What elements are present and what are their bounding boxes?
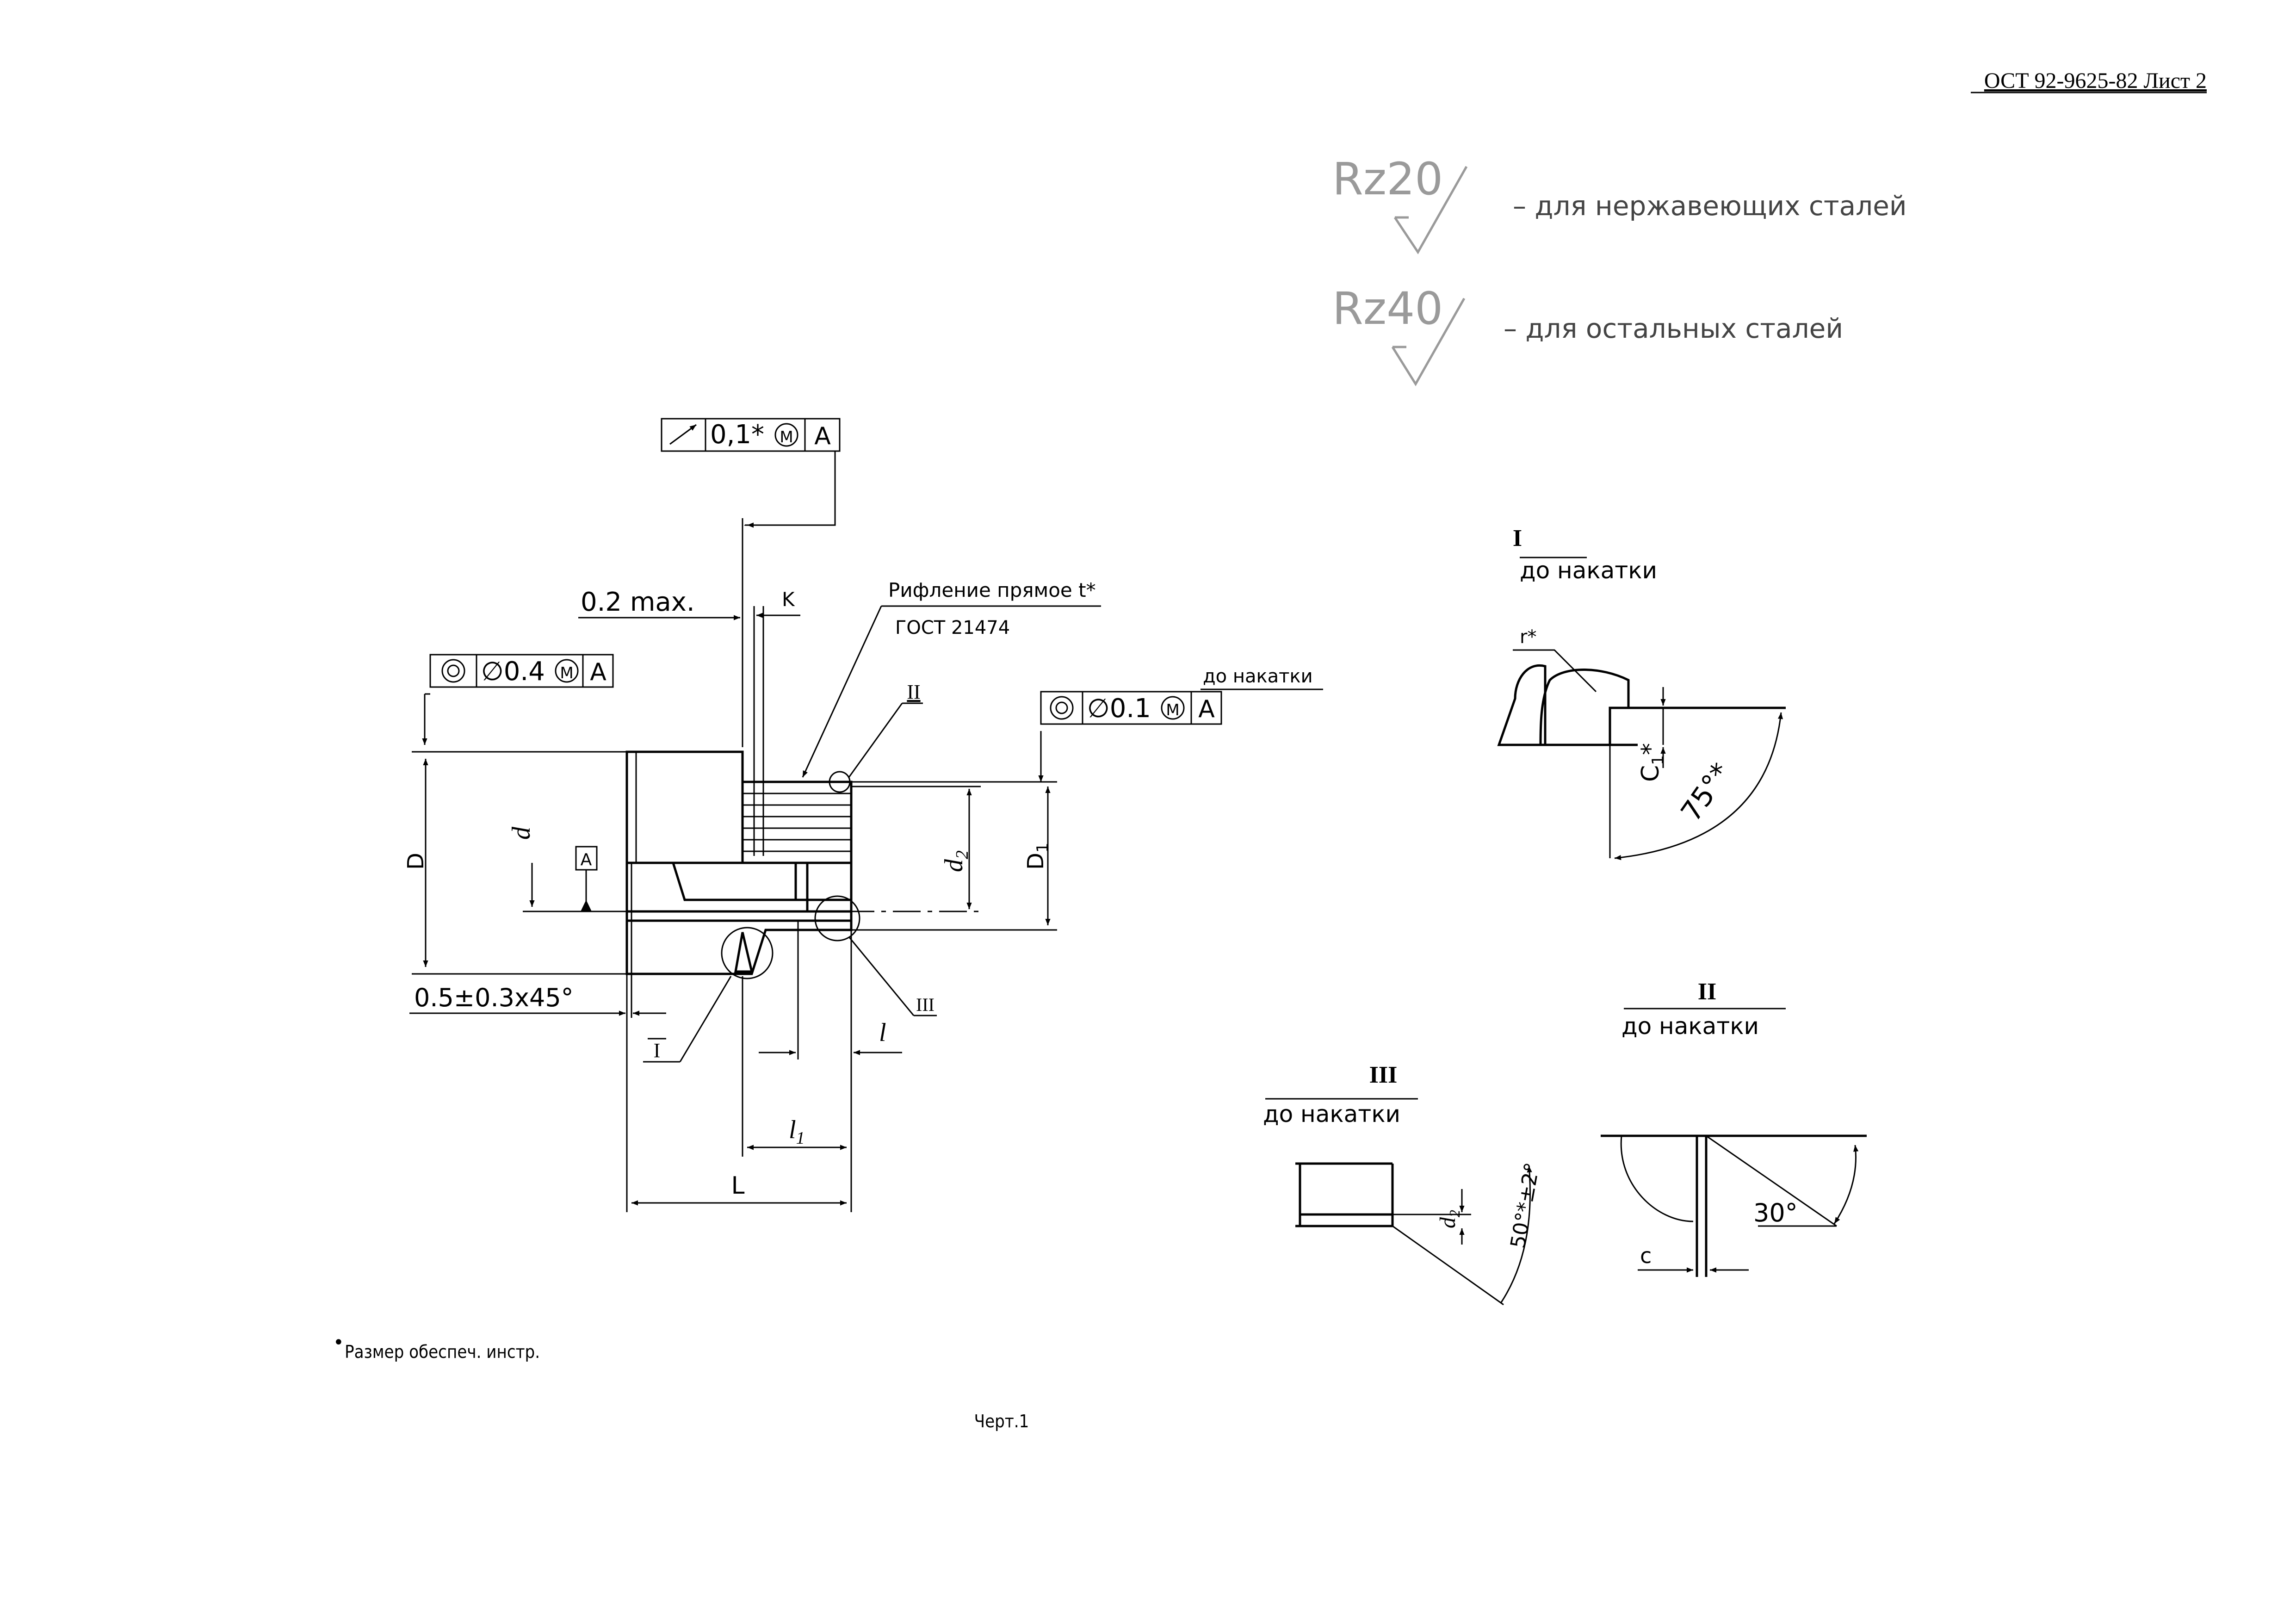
svg-text:M: M [780,428,793,446]
roughness-legend: Rz20 – для нержавеющих сталей Rz40 – для… [1332,153,1907,386]
roughness-symbol-rz20: Rz20 [1332,153,1443,205]
detail-iii-caption: до накатки [1263,1101,1400,1127]
detail-i-numeral: I [1513,525,1522,551]
main-view: 0,1* M A 0.2 max. K Рифление прямое t* Г… [403,418,1323,1212]
roughness-check-icon [1393,166,1468,254]
callout-ii: II [907,681,920,703]
part-section [523,750,981,1018]
runout-arrow-icon [669,424,697,445]
detail-i-caption: до накатки [1520,557,1657,584]
detail-ii: II до накатки 30° c [1601,979,1867,1277]
svg-text:A: A [1198,695,1215,723]
concentricity-icon [1050,696,1074,720]
frame-note-d1: до накатки [1203,666,1313,687]
runout-value: 0,1* [710,420,764,450]
dim-k: K [782,588,795,611]
dim-02max: 0.2 max. [581,587,695,617]
header: ОСТ 92-9625-82 Лист 2 [1971,68,2207,93]
detail-i: I до накатки r* C1* 75°* [1497,525,1786,861]
datum-a-label: A [581,850,592,869]
max-material-icon [774,423,798,447]
dim-l1: l1 [789,1115,805,1148]
knurl-note-line2: ГОСТ 21474 [895,617,1010,638]
detail-iii: III до накатки d2 50°*±2° [1263,1062,1545,1306]
roughness-rz40: Rz40 – для остальных сталей [1332,283,1843,386]
roughness-text-rz40: – для остальных сталей [1504,313,1843,344]
concentricity-frame-d1: ∅0.1 M A до накатки [1038,666,1323,782]
detail-iii-marker [814,895,860,942]
footnote: • Размер обеспеч. инстр. [333,1332,540,1362]
svg-text:∅0.4: ∅0.4 [481,657,545,687]
doc-reference: ОСТ 92-9625-82 Лист 2 [1984,68,2207,93]
max-material-icon [555,659,579,683]
runout-tolerance-frame: 0,1* M A [661,418,841,528]
runout-datum: A [814,422,831,450]
detail-i-c1: C1* [1637,743,1667,782]
dim-d1: D1 [1023,842,1052,870]
dim-d2: d2 [940,850,972,872]
svg-text:M: M [560,664,573,682]
detail-iii-numeral: III [1369,1062,1398,1088]
footnote-text: Размер обеспеч. инстр. [345,1342,540,1362]
callout-i: I [654,1039,661,1062]
svg-text:M: M [1166,701,1179,719]
svg-text:A: A [590,658,606,686]
max-material-icon [1161,696,1185,720]
figure-label: Черт.1 [974,1411,1029,1431]
knurl-note-line1: Рифление прямое t* [888,579,1096,601]
detail-i-marker [721,927,774,979]
concentricity-icon [441,659,465,683]
detail-i-r: r* [1520,626,1536,648]
callout-iii: III [916,994,934,1015]
roughness-rz20: Rz20 – для нержавеющих сталей [1332,153,1907,254]
dim-d-inner: d [507,826,536,840]
dim-big-l: L [731,1172,745,1200]
roughness-text-rz20: – для нержавеющих сталей [1513,190,1907,222]
detail-iii-angle: 50°*±2° [1506,1161,1545,1250]
detail-ii-caption: до накатки [1621,1013,1759,1040]
dim-d-outer: D [403,853,429,870]
detail-ii-angle: 30° [1753,1198,1798,1227]
detail-ii-c: c [1640,1243,1652,1268]
dim-l: l [879,1018,886,1047]
svg-text:∅0.1: ∅0.1 [1087,694,1151,724]
dim-chamfer: 0.5±0.3x45° [414,983,574,1012]
footnote-mark: • [333,1332,344,1353]
concentricity-frame-d: ∅0.4 M A [422,654,614,745]
knurl-lines [743,793,851,852]
roughness-check-icon [1391,297,1466,386]
detail-iii-d2: d2 [1436,1210,1463,1228]
roughness-symbol-rz40: Rz40 [1332,283,1443,335]
detail-ii-numeral: II [1698,979,1716,1005]
